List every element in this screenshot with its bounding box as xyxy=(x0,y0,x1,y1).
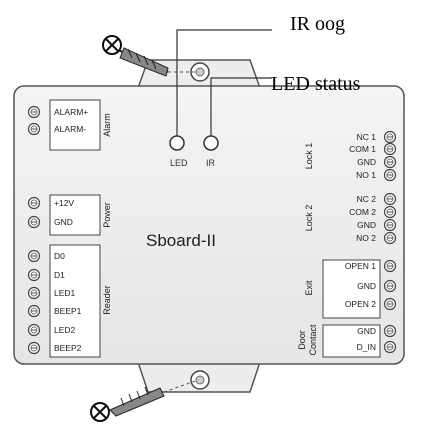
terminal-screw-icon xyxy=(383,205,397,219)
terminal-screw-icon xyxy=(27,341,41,355)
terminal-screw-icon xyxy=(383,218,397,232)
terminal-screw-icon xyxy=(27,268,41,282)
terminal-screw-icon xyxy=(383,155,397,169)
terminal-screw-icon xyxy=(383,168,397,182)
terminal-screw-icon xyxy=(27,323,41,337)
terminal-screw-icon xyxy=(383,231,397,245)
pin-label: OPEN 2 xyxy=(345,299,376,309)
right-pin-labels: NC 1 COM 1 GND NO 1 NC 2 COM 2 GND NO 2 OPEN 1 GN… xyxy=(345,132,376,352)
pin-label: GND xyxy=(357,326,376,336)
pin-label: BEEP1 xyxy=(54,306,82,316)
pin-label: NC 1 xyxy=(357,132,377,142)
alarm-panel xyxy=(49,99,101,151)
group-label: Door xyxy=(297,330,307,350)
board-name: Sboard-II xyxy=(146,231,216,250)
left-pin-labels: ALARM+ ALARM- +12V GND D0D1LED1BEEP1LED2BEEP… xyxy=(54,107,88,353)
group-label: Lock 1 xyxy=(304,143,314,170)
led-status-callout: LED status xyxy=(271,73,361,95)
pin-label: LED1 xyxy=(54,288,76,298)
bottom-mount-hole xyxy=(190,370,210,390)
right-terminal-block xyxy=(383,130,397,354)
group-label: Exit xyxy=(304,280,314,296)
pin-label: GND xyxy=(357,281,376,291)
group-label: Power xyxy=(102,202,112,228)
pin-label: NC 2 xyxy=(357,194,377,204)
pin-label: COM 1 xyxy=(349,144,376,154)
door-contact-panel xyxy=(322,324,381,358)
pin-label: NO 2 xyxy=(356,233,376,243)
reader-panel xyxy=(49,244,101,358)
pin-label: LED2 xyxy=(54,325,76,335)
terminal-screw-icon xyxy=(383,340,397,354)
pin-label: ALARM- xyxy=(54,124,86,134)
led-status-callout-line xyxy=(210,77,272,136)
terminal-screw-icon xyxy=(27,196,41,210)
terminal-screw-icon xyxy=(27,215,41,229)
ir-eye-callout-line xyxy=(176,29,272,136)
pin-label: OPEN 1 xyxy=(345,261,376,271)
terminal-screw-icon xyxy=(383,259,397,273)
pin-label: BEEP2 xyxy=(54,343,82,353)
terminal-screw-icon xyxy=(27,304,41,318)
group-label: Contact xyxy=(308,324,318,356)
board-outline xyxy=(13,85,405,365)
terminal-screw-icon xyxy=(27,122,41,136)
pin-label: GND xyxy=(54,217,73,227)
terminal-screw-icon xyxy=(383,142,397,156)
terminal-screw-icon xyxy=(383,279,397,293)
left-terminal-block xyxy=(27,105,41,355)
terminal-screw-icon xyxy=(383,192,397,206)
led-indicator xyxy=(169,135,185,151)
top-screw-icon xyxy=(102,35,198,77)
pin-label: +12V xyxy=(54,198,74,208)
pin-label: COM 2 xyxy=(349,207,376,217)
group-label: Alarm xyxy=(102,113,112,137)
terminal-screw-icon xyxy=(383,297,397,311)
pin-label: D0 xyxy=(54,251,65,261)
terminal-screw-icon xyxy=(27,105,41,119)
pin-label: ALARM+ xyxy=(54,107,88,117)
pin-label: GND xyxy=(357,220,376,230)
ir-indicator xyxy=(203,135,219,151)
terminal-screw-icon xyxy=(27,249,41,263)
power-panel xyxy=(49,194,101,236)
terminal-screw-icon xyxy=(383,130,397,144)
pin-label: GND xyxy=(357,157,376,167)
bottom-screw-icon xyxy=(90,379,199,422)
terminal-screw-icon xyxy=(383,324,397,338)
group-label: Lock 2 xyxy=(304,205,314,232)
pin-label: D1 xyxy=(54,270,65,280)
exit-panel xyxy=(322,259,381,319)
pin-label: NO 1 xyxy=(356,170,376,180)
pin-label: D_IN xyxy=(357,342,376,352)
group-label: Reader xyxy=(102,285,112,315)
top-mount-hole xyxy=(190,62,210,82)
led-label: LED xyxy=(170,158,188,168)
ir-eye-callout: IR oog xyxy=(290,13,345,35)
ir-label: IR xyxy=(206,158,216,168)
terminal-screw-icon xyxy=(27,286,41,300)
